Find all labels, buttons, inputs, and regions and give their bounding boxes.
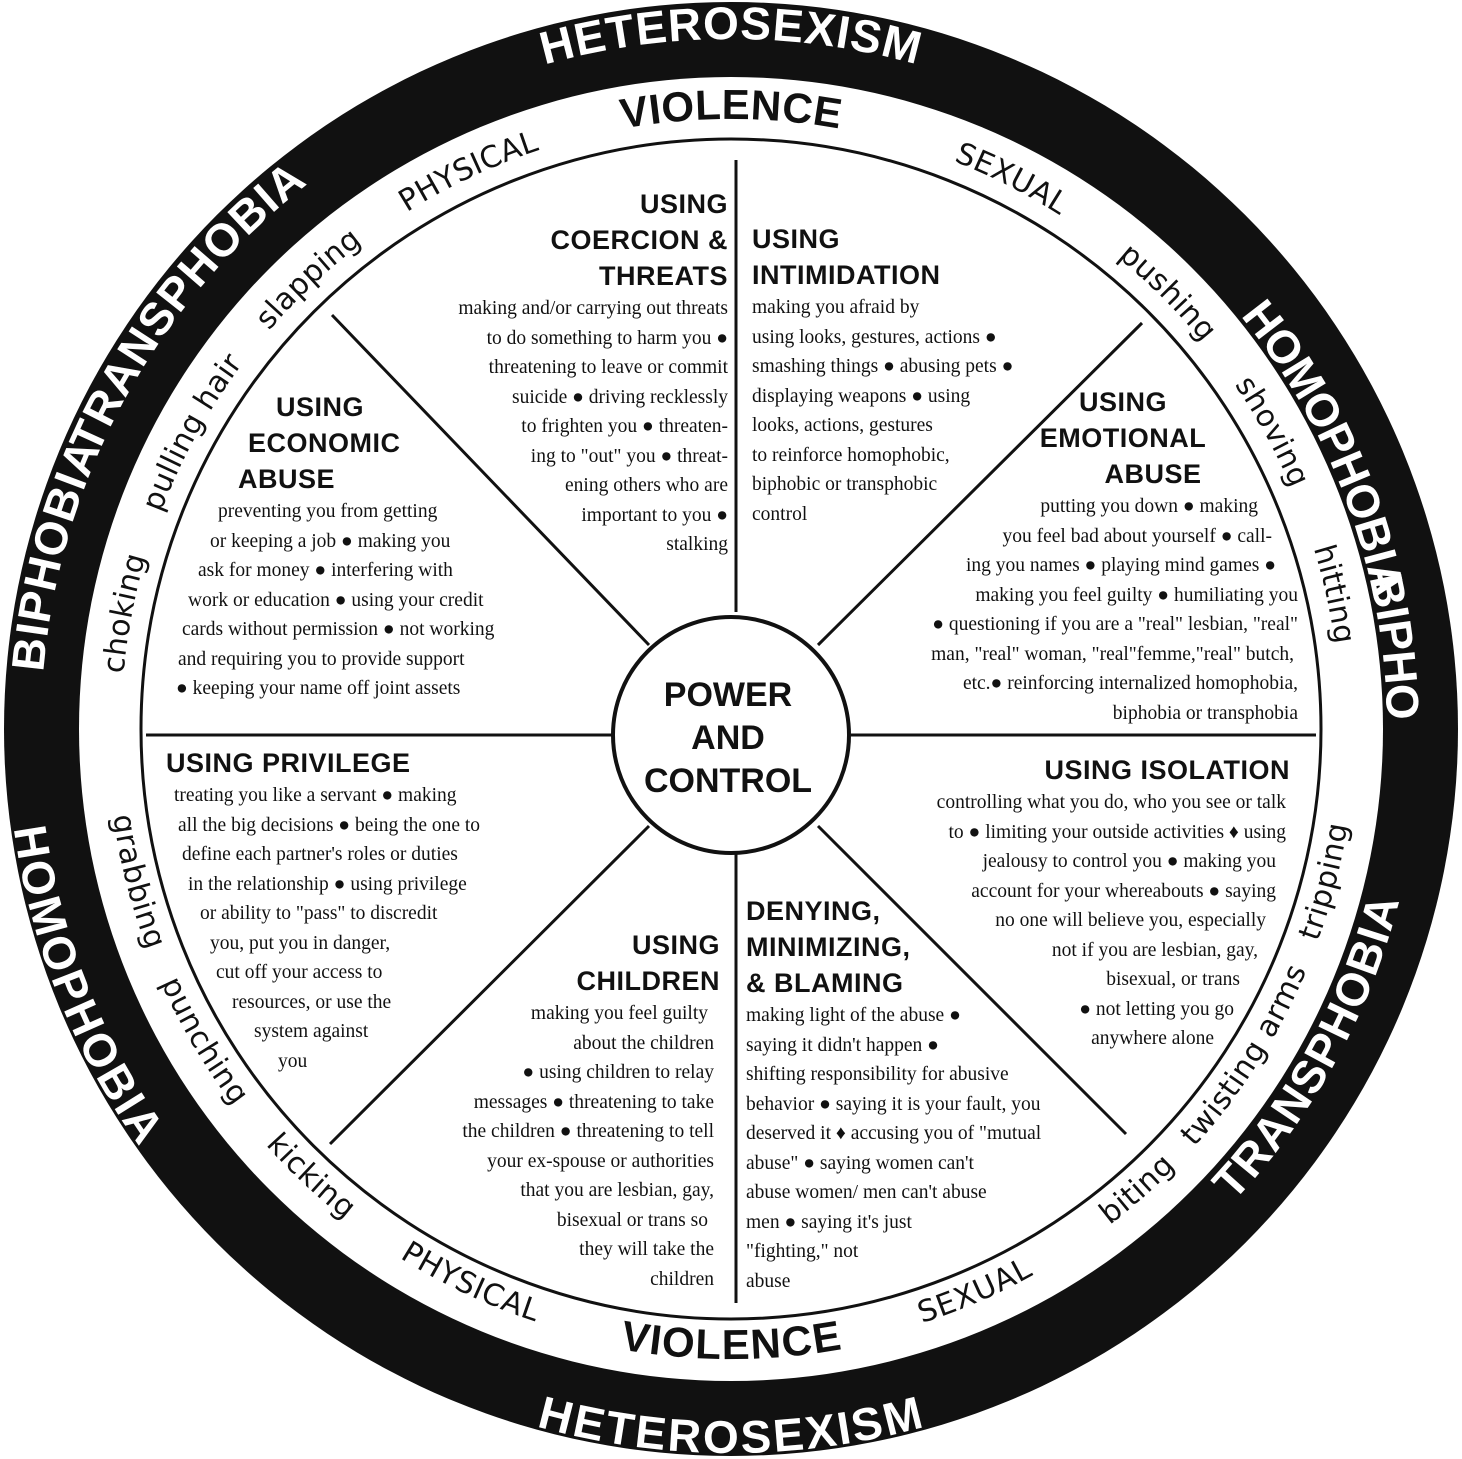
section-body: preventing you from getting or keeping a… <box>176 501 495 699</box>
svg-text:VIOLENCE: VIOLENCE <box>618 1312 844 1368</box>
violence-bottom: VIOLENCE <box>618 1312 844 1368</box>
section-title: USING ISOLATION <box>1044 755 1290 785</box>
hub-line-3: CONTROL <box>644 762 812 800</box>
section-title: USING CHILDREN <box>576 930 720 996</box>
section-title: USING INTIMIDATION <box>752 224 941 290</box>
section-privilege: USING PRIVILEGE treating you like a serv… <box>166 745 546 1076</box>
hub-line-1: POWER <box>664 676 792 714</box>
section-title: USING ECONOMIC ABUSE <box>238 392 401 494</box>
section-body: making you afraid by using looks, gestur… <box>752 297 1014 525</box>
section-body: making light of the abuse ● saying it di… <box>746 1005 1042 1292</box>
section-coercion-threats: USING COERCION & THREATS making and/or c… <box>420 186 728 560</box>
section-children: USING CHILDREN making you feel guilty ab… <box>410 927 720 1294</box>
section-body: treating you like a servant ● making all… <box>174 785 481 1072</box>
section-emotional-abuse: USING EMOTIONAL ABUSE putting you down ●… <box>870 384 1298 728</box>
section-body: controlling what you do, who you see or … <box>936 792 1286 1049</box>
section-body: making you feel guilty about the childre… <box>462 1003 714 1290</box>
hub-line-2: AND <box>691 719 765 757</box>
section-denying-minimizing-blaming: DENYING, MINIMIZING, & BLAMING making li… <box>746 893 1086 1296</box>
section-isolation: USING ISOLATION controlling what you do,… <box>880 752 1290 1054</box>
spokes <box>146 160 1316 1303</box>
section-title: DENYING, MINIMIZING, & BLAMING <box>746 896 911 998</box>
section-title: USING COERCION & THREATS <box>550 189 728 291</box>
section-economic-abuse: USING ECONOMIC ABUSE preventing you from… <box>170 389 530 704</box>
section-body: making and/or carrying out threats to do… <box>458 298 728 555</box>
section-intimidation: USING INTIMIDATION making you afraid by … <box>752 221 1052 529</box>
hub-circle <box>611 615 851 855</box>
section-body: putting you down ● making you feel bad a… <box>931 496 1298 724</box>
section-title: USING EMOTIONAL ABUSE <box>1039 387 1207 489</box>
section-title: USING PRIVILEGE <box>166 748 411 778</box>
